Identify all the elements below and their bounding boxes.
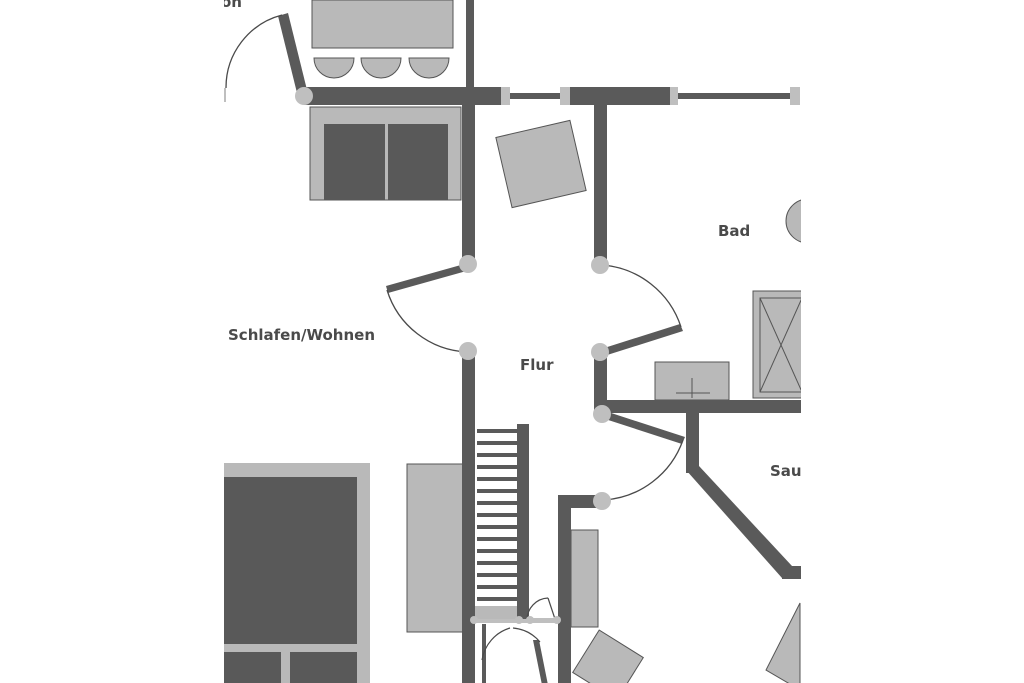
wall-joints (224, 87, 800, 105)
room-label-top-left: on (221, 0, 242, 11)
bed-pillow (290, 652, 357, 683)
room-label-flur: Flur (520, 356, 554, 374)
bed-mattress (224, 477, 357, 644)
room-label-sauna: Sau (770, 462, 802, 480)
shower (752, 290, 801, 399)
door-hinges (295, 87, 611, 624)
door-bottom-double (474, 619, 558, 683)
box (495, 119, 587, 209)
door-schlafen (386, 263, 470, 353)
staircase (475, 424, 529, 620)
shower-tray (759, 297, 801, 393)
wardrobe (406, 463, 464, 633)
dining-table (311, 0, 454, 49)
door-bad (601, 264, 683, 356)
shelf (570, 529, 599, 628)
door-top-left (225, 14, 283, 89)
chair (313, 57, 355, 79)
sauna-bench (765, 602, 801, 683)
chair (360, 57, 402, 79)
room-label-schlafen-wohnen: Schlafen/Wohnen (228, 326, 375, 344)
bed-pillow (224, 652, 281, 683)
sink (785, 199, 801, 243)
door-sauna (602, 411, 685, 501)
room-label-bad: Bad (718, 222, 750, 240)
chair (408, 57, 450, 79)
small-box (572, 629, 644, 683)
sofa-cushion (324, 124, 385, 200)
shower-cross (759, 299, 801, 393)
sofa-cushion (388, 124, 448, 200)
